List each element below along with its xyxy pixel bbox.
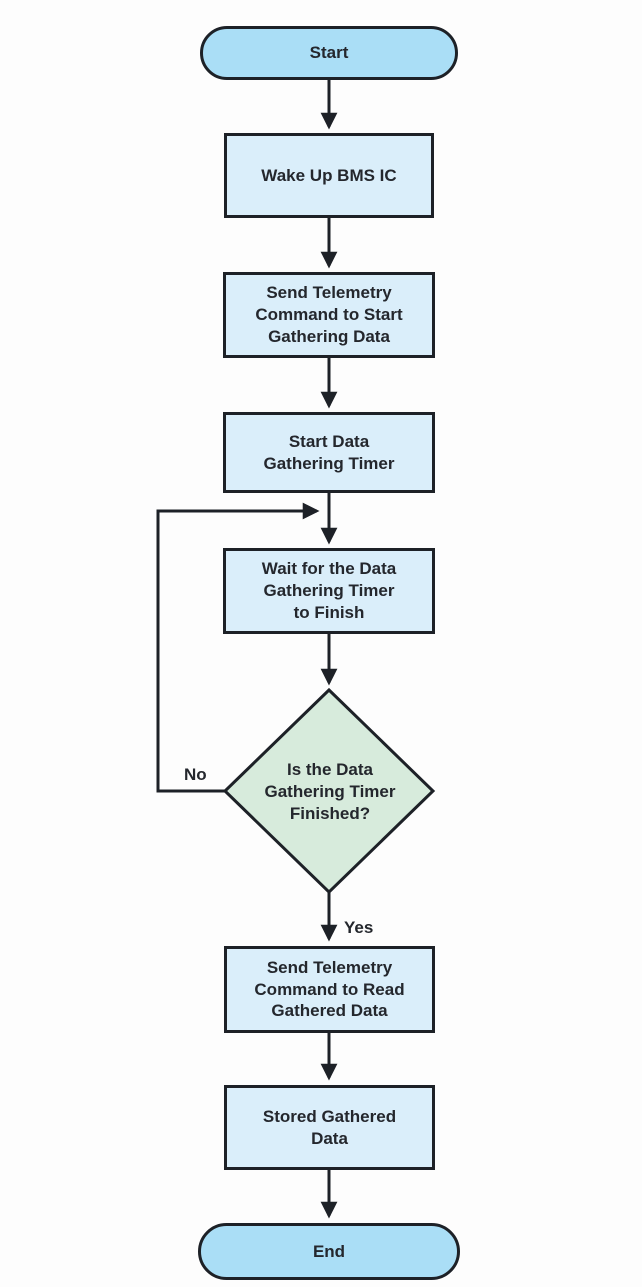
process-wait-timer: Wait for the Data Gathering Timer to Fin… <box>223 548 435 634</box>
process-start-timer: Start Data Gathering Timer <box>223 412 435 493</box>
loop-no-connector <box>156 502 320 793</box>
end-terminator: End <box>198 1223 460 1280</box>
process-wake-up-bms: Wake Up BMS IC <box>224 133 434 218</box>
edge-label-no: No <box>184 765 207 784</box>
process-send-telemetry-start: Send Telemetry Command to Start Gatherin… <box>223 272 435 358</box>
decision-diamond <box>222 687 436 895</box>
decision-timer-finished: Is the Data Gathering Timer Finished? <box>264 760 396 823</box>
edge-label-yes: Yes <box>344 918 374 937</box>
process-stored-data: Stored Gathered Data <box>224 1085 435 1170</box>
process-send-telemetry-read: Send Telemetry Command to Read Gathered … <box>224 946 435 1033</box>
start-terminator: Start <box>200 26 458 80</box>
